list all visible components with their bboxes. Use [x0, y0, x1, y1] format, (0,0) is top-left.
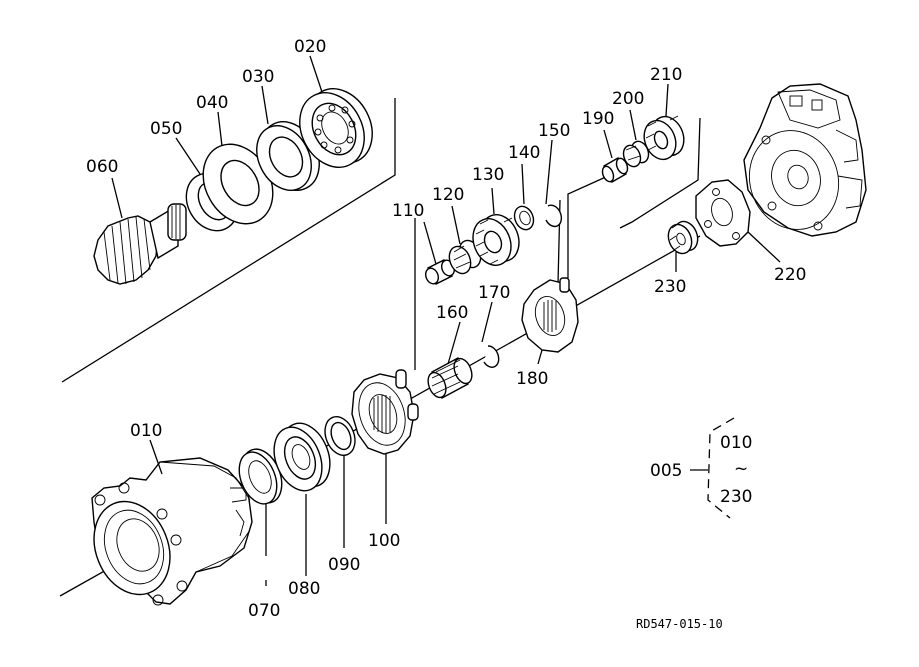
assembly-range-from: 010	[720, 433, 752, 453]
label-140[interactable]: 140	[508, 143, 540, 163]
part-140-thrust-washer[interactable]	[511, 204, 537, 233]
label-080[interactable]: 080	[288, 579, 320, 599]
label-130[interactable]: 130	[472, 165, 504, 185]
label-030[interactable]: 030	[242, 67, 274, 87]
assembly-range-separator: ~	[734, 459, 748, 479]
part-080-bearing[interactable]	[265, 416, 339, 498]
part-220-plate[interactable]	[695, 179, 751, 247]
part-150-snap-ring[interactable]	[545, 204, 563, 228]
label-110[interactable]: 110	[392, 201, 424, 221]
label-220[interactable]: 220	[774, 265, 806, 285]
label-070[interactable]: 070	[248, 601, 280, 621]
part-180-carrier[interactable]	[521, 277, 579, 353]
part-210-planet-gear[interactable]	[639, 112, 690, 164]
part-040-shim-plate[interactable]	[189, 132, 286, 237]
label-190[interactable]: 190	[582, 109, 614, 129]
label-090[interactable]: 090	[328, 555, 360, 575]
label-170[interactable]: 170	[478, 283, 510, 303]
hydraulic-motor-illustration	[743, 83, 867, 237]
part-100-carrier[interactable]	[351, 369, 419, 455]
label-060[interactable]: 060	[86, 157, 118, 177]
part-090-snap-ring[interactable]	[320, 412, 361, 460]
part-200-needle-cage[interactable]	[620, 139, 651, 169]
part-130-planet-gear[interactable]	[466, 209, 525, 271]
part-070-seal-ring[interactable]	[232, 443, 289, 509]
assembly-reference: 005 010 ~ 230	[650, 417, 752, 519]
label-040[interactable]: 040	[196, 93, 228, 113]
label-100[interactable]: 100	[368, 531, 400, 551]
label-020[interactable]: 020	[294, 37, 326, 57]
part-060-pinion-shaft[interactable]	[93, 203, 187, 285]
label-150[interactable]: 150	[538, 121, 570, 141]
drawing-code: RD547-015-10	[636, 617, 723, 631]
label-180[interactable]: 180	[516, 369, 548, 389]
assembly-number[interactable]: 005	[650, 461, 682, 481]
label-050[interactable]: 050	[150, 119, 182, 139]
label-120[interactable]: 120	[432, 185, 464, 205]
assembly-range-to: 230	[720, 487, 752, 507]
part-170-snap-ring[interactable]	[483, 345, 500, 368]
label-230[interactable]: 230	[654, 277, 686, 297]
part-labels: 020 030 040 050 060 010 070 080 090 100 …	[86, 37, 806, 621]
label-200[interactable]: 200	[612, 89, 644, 109]
label-160[interactable]: 160	[436, 303, 468, 323]
label-010[interactable]: 010	[130, 421, 162, 441]
part-020-bearing[interactable]	[287, 77, 385, 178]
leader-lines	[111, 55, 781, 586]
part-010-housing[interactable]	[81, 457, 253, 606]
part-160-sun-gear[interactable]	[425, 356, 476, 400]
part-230-sun-gear[interactable]	[664, 218, 702, 257]
part-190-needle-bearing[interactable]	[600, 157, 629, 184]
label-210[interactable]: 210	[650, 65, 682, 85]
